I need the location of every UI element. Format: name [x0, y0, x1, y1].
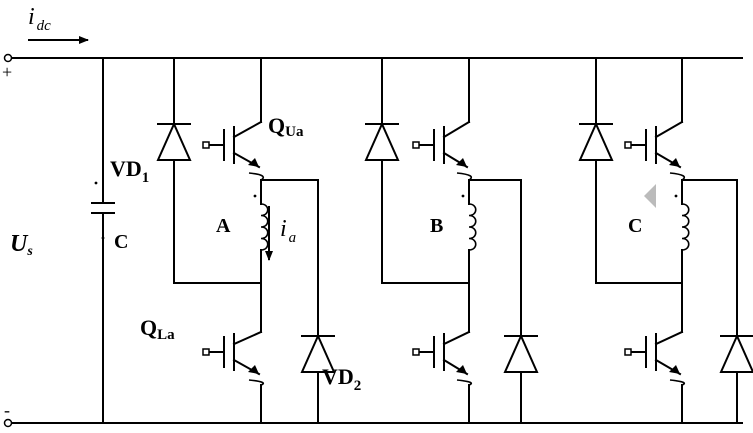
igbt-icon	[203, 100, 263, 180]
diode-icon	[158, 108, 190, 170]
diode-icon	[505, 320, 537, 423]
phase-leg-b	[366, 58, 537, 423]
phase-leg-c	[580, 58, 753, 423]
igbt-icon	[413, 100, 471, 180]
dc-link-capacitor: C Us	[10, 58, 128, 423]
diode-icon	[366, 108, 398, 170]
diode-icon	[580, 108, 612, 170]
igbt-icon	[625, 100, 684, 180]
upper-switch-label: QUa	[268, 113, 304, 140]
phase-c-node-label: C	[628, 215, 642, 237]
inductor-icon	[682, 204, 689, 250]
plus-sign: +	[2, 62, 12, 82]
dc-bus: + -	[2, 55, 742, 427]
positive-terminal-icon	[5, 55, 12, 62]
dc-current-label: idc	[28, 4, 51, 34]
dc-current-indicator: idc	[28, 4, 88, 40]
source-voltage-label: Us	[10, 231, 33, 259]
igbt-icon	[625, 310, 684, 385]
igbt-icon	[203, 310, 263, 385]
lower-diode-label: VD2	[322, 364, 361, 394]
igbt-icon	[413, 310, 471, 385]
phase-b-node-label: B	[430, 215, 443, 237]
phase-legs	[158, 58, 753, 423]
diode-icon	[721, 320, 753, 423]
lower-switch-label: QLa	[140, 315, 175, 343]
upper-diode-label: VD1	[110, 156, 149, 186]
minus-sign: -	[4, 400, 10, 420]
phase-current-label: ia	[280, 216, 296, 246]
inductor-icon	[469, 204, 476, 250]
capacitor-label: C	[114, 231, 128, 253]
negative-terminal-icon	[5, 420, 12, 427]
phase-leg-a	[158, 58, 334, 423]
phase-a-node-label: A	[216, 215, 231, 237]
cursor-marker	[644, 184, 656, 208]
inductor-icon	[261, 204, 268, 250]
